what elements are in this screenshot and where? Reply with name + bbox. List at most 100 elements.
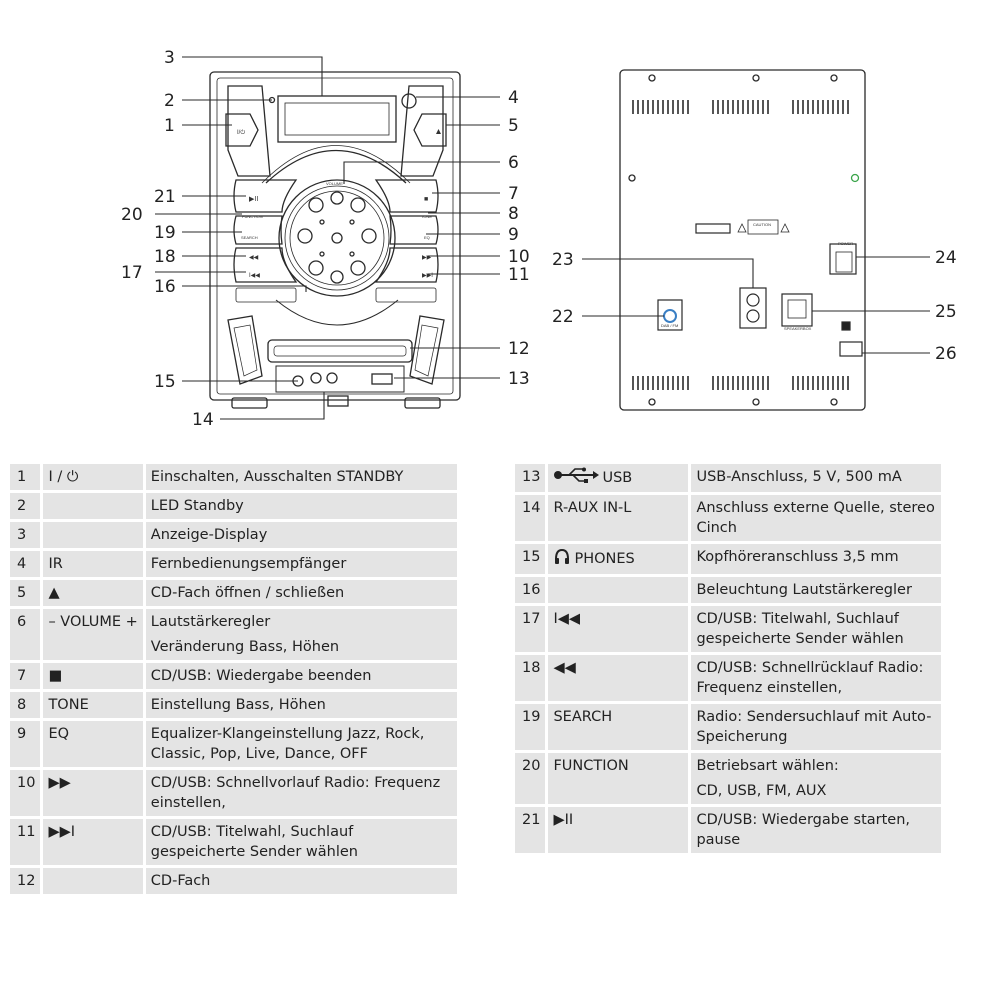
vent-slot [757, 100, 759, 114]
left-button-cluster: ▶II FUNCTION SEARCH ◀◀ I◀◀ [233, 179, 298, 303]
svg-text:CAUTION: CAUTION [753, 222, 771, 227]
svg-text:SEARCH: SEARCH [241, 235, 258, 240]
legend-symbol: ▶▶ [43, 770, 143, 816]
vent-slot [662, 376, 664, 390]
vent-slot [762, 100, 764, 114]
eject-icon: ▲ [48, 585, 60, 601]
callout-14: 14 [192, 410, 214, 430]
callout-21: 21 [154, 187, 176, 207]
svg-text:VOLUME: VOLUME [326, 181, 343, 186]
legend-symbol [43, 868, 143, 894]
svg-text:▶▶I: ▶▶I [422, 273, 433, 279]
legend-description-line: CD, USB, FM, AUX [696, 783, 827, 799]
legend-description-line: CD/USB: Wiedergabe starten, pause [696, 812, 911, 848]
legend-symbol: TONE [43, 692, 143, 718]
vent-slot [827, 100, 829, 114]
legend-description: Einstellung Bass, Höhen [145, 692, 457, 718]
vent-slot [742, 100, 744, 114]
vent-slot [672, 376, 674, 390]
legend-number: 15 [515, 544, 546, 574]
vent-slot [842, 376, 844, 390]
legend-description-line: Anschluss externe Quelle, stereo Cinch [696, 500, 935, 536]
callout-5: 5 [508, 116, 519, 136]
vent-slot [657, 376, 659, 390]
legend-description: Anzeige-Display [145, 522, 457, 548]
callout-11: 11 [508, 265, 530, 285]
legend-symbol: ▶▶I [43, 819, 143, 865]
vent-slot [797, 376, 799, 390]
callout-6: 6 [508, 153, 519, 173]
legend-number: 18 [515, 655, 546, 701]
legend-symbol-text: PHONES [574, 551, 635, 567]
callout-12: 12 [508, 339, 530, 359]
previous-track-icon: I◀◀ [553, 611, 581, 627]
legend-description-line: CD/USB: Titelwahl, Suchlauf gespeicherte… [696, 611, 904, 647]
legend-symbol: I◀◀ [548, 606, 689, 652]
vent-slot [722, 376, 724, 390]
vent-slot [737, 100, 739, 114]
vent-slot [637, 100, 639, 114]
legend-symbol: IR [43, 551, 143, 577]
vent-slot [667, 376, 669, 390]
svg-text:FUNCTION: FUNCTION [242, 214, 263, 219]
callout-19: 19 [154, 223, 176, 243]
vent-slot [712, 376, 714, 390]
vent-slot [712, 100, 714, 114]
vent-slot [682, 100, 684, 114]
callout-18: 18 [154, 247, 176, 267]
legend-symbol-text: FUNCTION [553, 758, 629, 774]
legend-description-line: CD/USB: Wiedergabe beenden [150, 668, 372, 684]
legend-symbol: ■ [43, 663, 143, 689]
vent-slot [837, 100, 839, 114]
legend-number: 4 [10, 551, 41, 577]
legend-number: 20 [515, 753, 546, 804]
legend-description-line: CD/USB: Schnellvorlauf Radio: Frequenz e… [150, 775, 441, 811]
vent-slot [832, 376, 834, 390]
legend-number: 10 [10, 770, 41, 816]
vent-slot [807, 376, 809, 390]
vent-slot [822, 100, 824, 114]
vent-slot [717, 376, 719, 390]
legend-number: 12 [10, 868, 41, 894]
legend-number: 1 [10, 464, 41, 490]
legend-number: 21 [515, 807, 546, 853]
legend-description-line: CD/USB: Schnellrücklauf Radio: Frequenz … [696, 660, 924, 696]
vent-slot [637, 376, 639, 390]
vent-slot [822, 376, 824, 390]
legend-description: CD-Fach [145, 868, 457, 894]
legend-description-line: Radio: Sendersuchlauf mit Auto-Speicheru… [696, 709, 932, 745]
vent-slot [752, 100, 754, 114]
vent-slot [817, 376, 819, 390]
svg-text:TONE: TONE [421, 214, 432, 219]
callout-15: 15 [154, 372, 176, 392]
legend-symbol: EQ [43, 721, 143, 767]
svg-text:DAB / FM: DAB / FM [661, 323, 678, 328]
vent-slot [632, 376, 634, 390]
legend-description: Anschluss externe Quelle, stereo Cinch [691, 495, 942, 541]
rewind-icon: ◀◀ [553, 660, 576, 676]
callout-1: 1 [164, 116, 175, 136]
legend-description: Fernbedienungsempfänger [145, 551, 457, 577]
vent-slot [792, 100, 794, 114]
vent-slot [737, 376, 739, 390]
stop-icon: ■ [48, 668, 63, 684]
legend-description-line: Betriebsart wählen: [696, 758, 839, 774]
vent-slot [832, 100, 834, 114]
legend-symbol-text: – VOLUME + [48, 614, 138, 630]
legend-number: 11 [10, 819, 41, 865]
vent-slot [717, 100, 719, 114]
device-diagram: I/⏻ VOLUME [121, 48, 957, 430]
legend-description: USB-Anschluss, 5 V, 500 mA [691, 464, 942, 492]
legend-description: CD/USB: Wiedergabe beenden [145, 663, 457, 689]
vent-slot [687, 100, 689, 114]
